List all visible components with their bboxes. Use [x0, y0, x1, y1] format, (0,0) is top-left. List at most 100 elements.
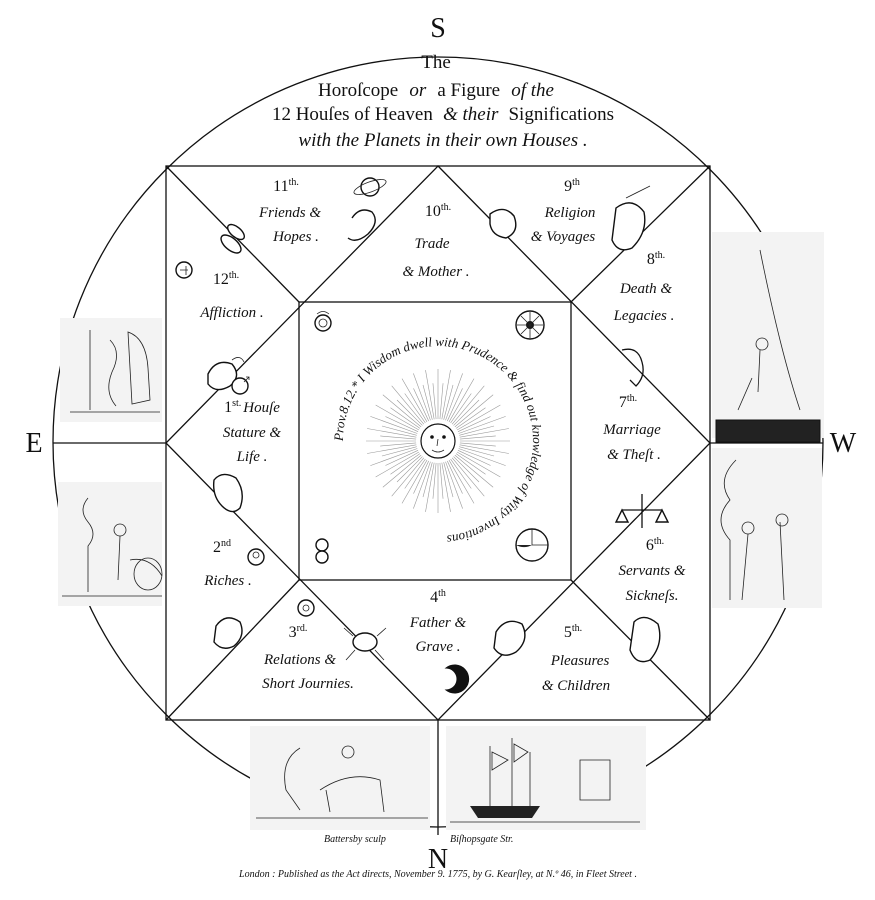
sun-face — [366, 369, 510, 513]
house-12-line-1: Affliction . — [199, 305, 263, 321]
sun-ray — [447, 460, 463, 494]
venus-ring-icon — [314, 311, 332, 332]
title-of-the: of the — [511, 80, 554, 101]
aries-ram-icon — [207, 357, 245, 391]
house-3-line-1: Relations & — [263, 652, 336, 668]
sun-ray — [413, 388, 429, 422]
publication-footer: London : Published as the Act directs, N… — [238, 869, 637, 880]
svg-text:1st.Houſe: 1st.Houſe — [224, 398, 280, 416]
sun-ray — [367, 444, 417, 454]
title-line-3: 12 Houſes of Heaven & their Significatio… — [272, 104, 614, 125]
house-4-number: 4 — [430, 589, 438, 606]
house-3-number: 3 — [289, 624, 297, 641]
house-3: 3rd. Relations & Short Journies. — [262, 623, 354, 692]
sun-ray — [375, 404, 420, 431]
sun-ray — [391, 457, 425, 497]
vignette-gardener — [58, 482, 163, 606]
svg-text:6th.: 6th. — [646, 536, 664, 554]
svg-text:11th.: 11th. — [273, 177, 299, 195]
house-11-line-2: Hopes . — [272, 229, 319, 245]
sun-ray — [401, 378, 428, 423]
sagittarius-icon — [611, 185, 651, 251]
moon-crescent-icon — [444, 664, 470, 694]
sun-ray — [455, 407, 486, 429]
sun-ray — [450, 393, 472, 424]
compass-west: W — [830, 428, 857, 459]
sun-ray — [451, 385, 485, 425]
street-credit: Biſhopsgate Str. — [450, 834, 513, 845]
house-7-line-2: & Theſt . — [607, 447, 661, 463]
house-8-suffix: th. — [655, 250, 665, 261]
venus-coin-icon — [247, 548, 265, 566]
sun-ray — [385, 416, 419, 432]
house-4: 4th Father & Grave . — [409, 588, 467, 655]
house-10-line-1: Trade — [414, 236, 449, 252]
vignette-death — [712, 232, 824, 443]
house-7-suffix: th. — [627, 393, 637, 404]
sun-ray — [445, 461, 463, 509]
house-7-line-1: Marriage — [602, 422, 661, 438]
sun-ray — [455, 453, 486, 475]
mars-coin-icon — [231, 376, 250, 395]
house-5-suffix: th. — [572, 623, 582, 634]
sun-ray — [367, 428, 417, 438]
sun-ray — [459, 446, 495, 457]
pisces-icon — [220, 223, 246, 254]
house-9-suffix: th — [572, 177, 580, 188]
cancer-crab-icon — [343, 627, 387, 661]
compass-south: S — [430, 13, 446, 44]
house-6-line-1: Servants & — [618, 563, 685, 579]
title-line-2: Horoſcope or a Figure of the — [318, 80, 554, 101]
house-11-line-1: Friends & — [258, 205, 321, 221]
sun-ray — [381, 425, 417, 436]
sun-ray — [457, 450, 491, 466]
sun-ray — [457, 416, 491, 432]
vignette-horseman — [250, 726, 430, 830]
house-9-number: 9 — [564, 178, 572, 195]
house-2-suffix: nd — [221, 538, 231, 549]
house-4-line-1: Father & — [409, 615, 467, 631]
sun-ray — [453, 399, 480, 426]
sun-mouth — [431, 449, 445, 453]
house-9: 9th Religion & Voyages — [531, 177, 596, 245]
sun-eye-right — [442, 435, 446, 439]
sun-ray — [441, 462, 451, 512]
house-4-suffix: th — [438, 588, 446, 599]
sun-ray — [459, 442, 496, 447]
scorpio-icon — [621, 348, 644, 387]
sun-ray — [443, 462, 454, 498]
house-4-line-2: Grave . — [416, 639, 461, 655]
sun-ray — [425, 462, 435, 512]
inner-square — [298, 301, 572, 581]
sun-ray — [396, 456, 423, 483]
sun-ray — [404, 393, 426, 424]
sun-ray — [370, 416, 418, 434]
house-11-suffix: th. — [289, 177, 299, 188]
house-5: 5th. Pleasures & Children — [542, 623, 610, 694]
house-1-suffix: st. — [232, 398, 241, 409]
sun-ray — [454, 394, 494, 428]
house-10-suffix: th. — [441, 202, 451, 213]
diag-sw — [165, 579, 300, 721]
svg-text:7th.: 7th. — [619, 393, 637, 411]
house-2: 2nd Riches . — [203, 538, 251, 589]
title-and-their: & their — [443, 104, 499, 125]
house-10: 10th. Trade & Mother . — [402, 202, 469, 280]
sun-ray — [439, 462, 444, 499]
house-12: 12th. Affliction . — [199, 270, 263, 321]
taurus-bull-icon — [212, 473, 243, 513]
chain-ring-icon — [315, 538, 329, 564]
sun-ray — [382, 454, 422, 488]
title-significations: Significations — [508, 104, 614, 125]
sun-ray — [456, 404, 501, 431]
gemini-twins-icon — [213, 617, 243, 649]
sun-nose — [436, 438, 439, 447]
jupiter-coin-icon — [175, 261, 193, 279]
house-6-line-2: Sickneſs. — [626, 588, 679, 604]
title-line-4: with the Planets in their own Houses . — [298, 130, 587, 151]
svg-text:12th.: 12th. — [213, 270, 239, 288]
sun-ray — [448, 378, 475, 423]
svg-text:2nd: 2nd — [213, 538, 231, 556]
sun-ray — [459, 435, 496, 440]
house-9-line-1: Religion — [544, 205, 596, 221]
